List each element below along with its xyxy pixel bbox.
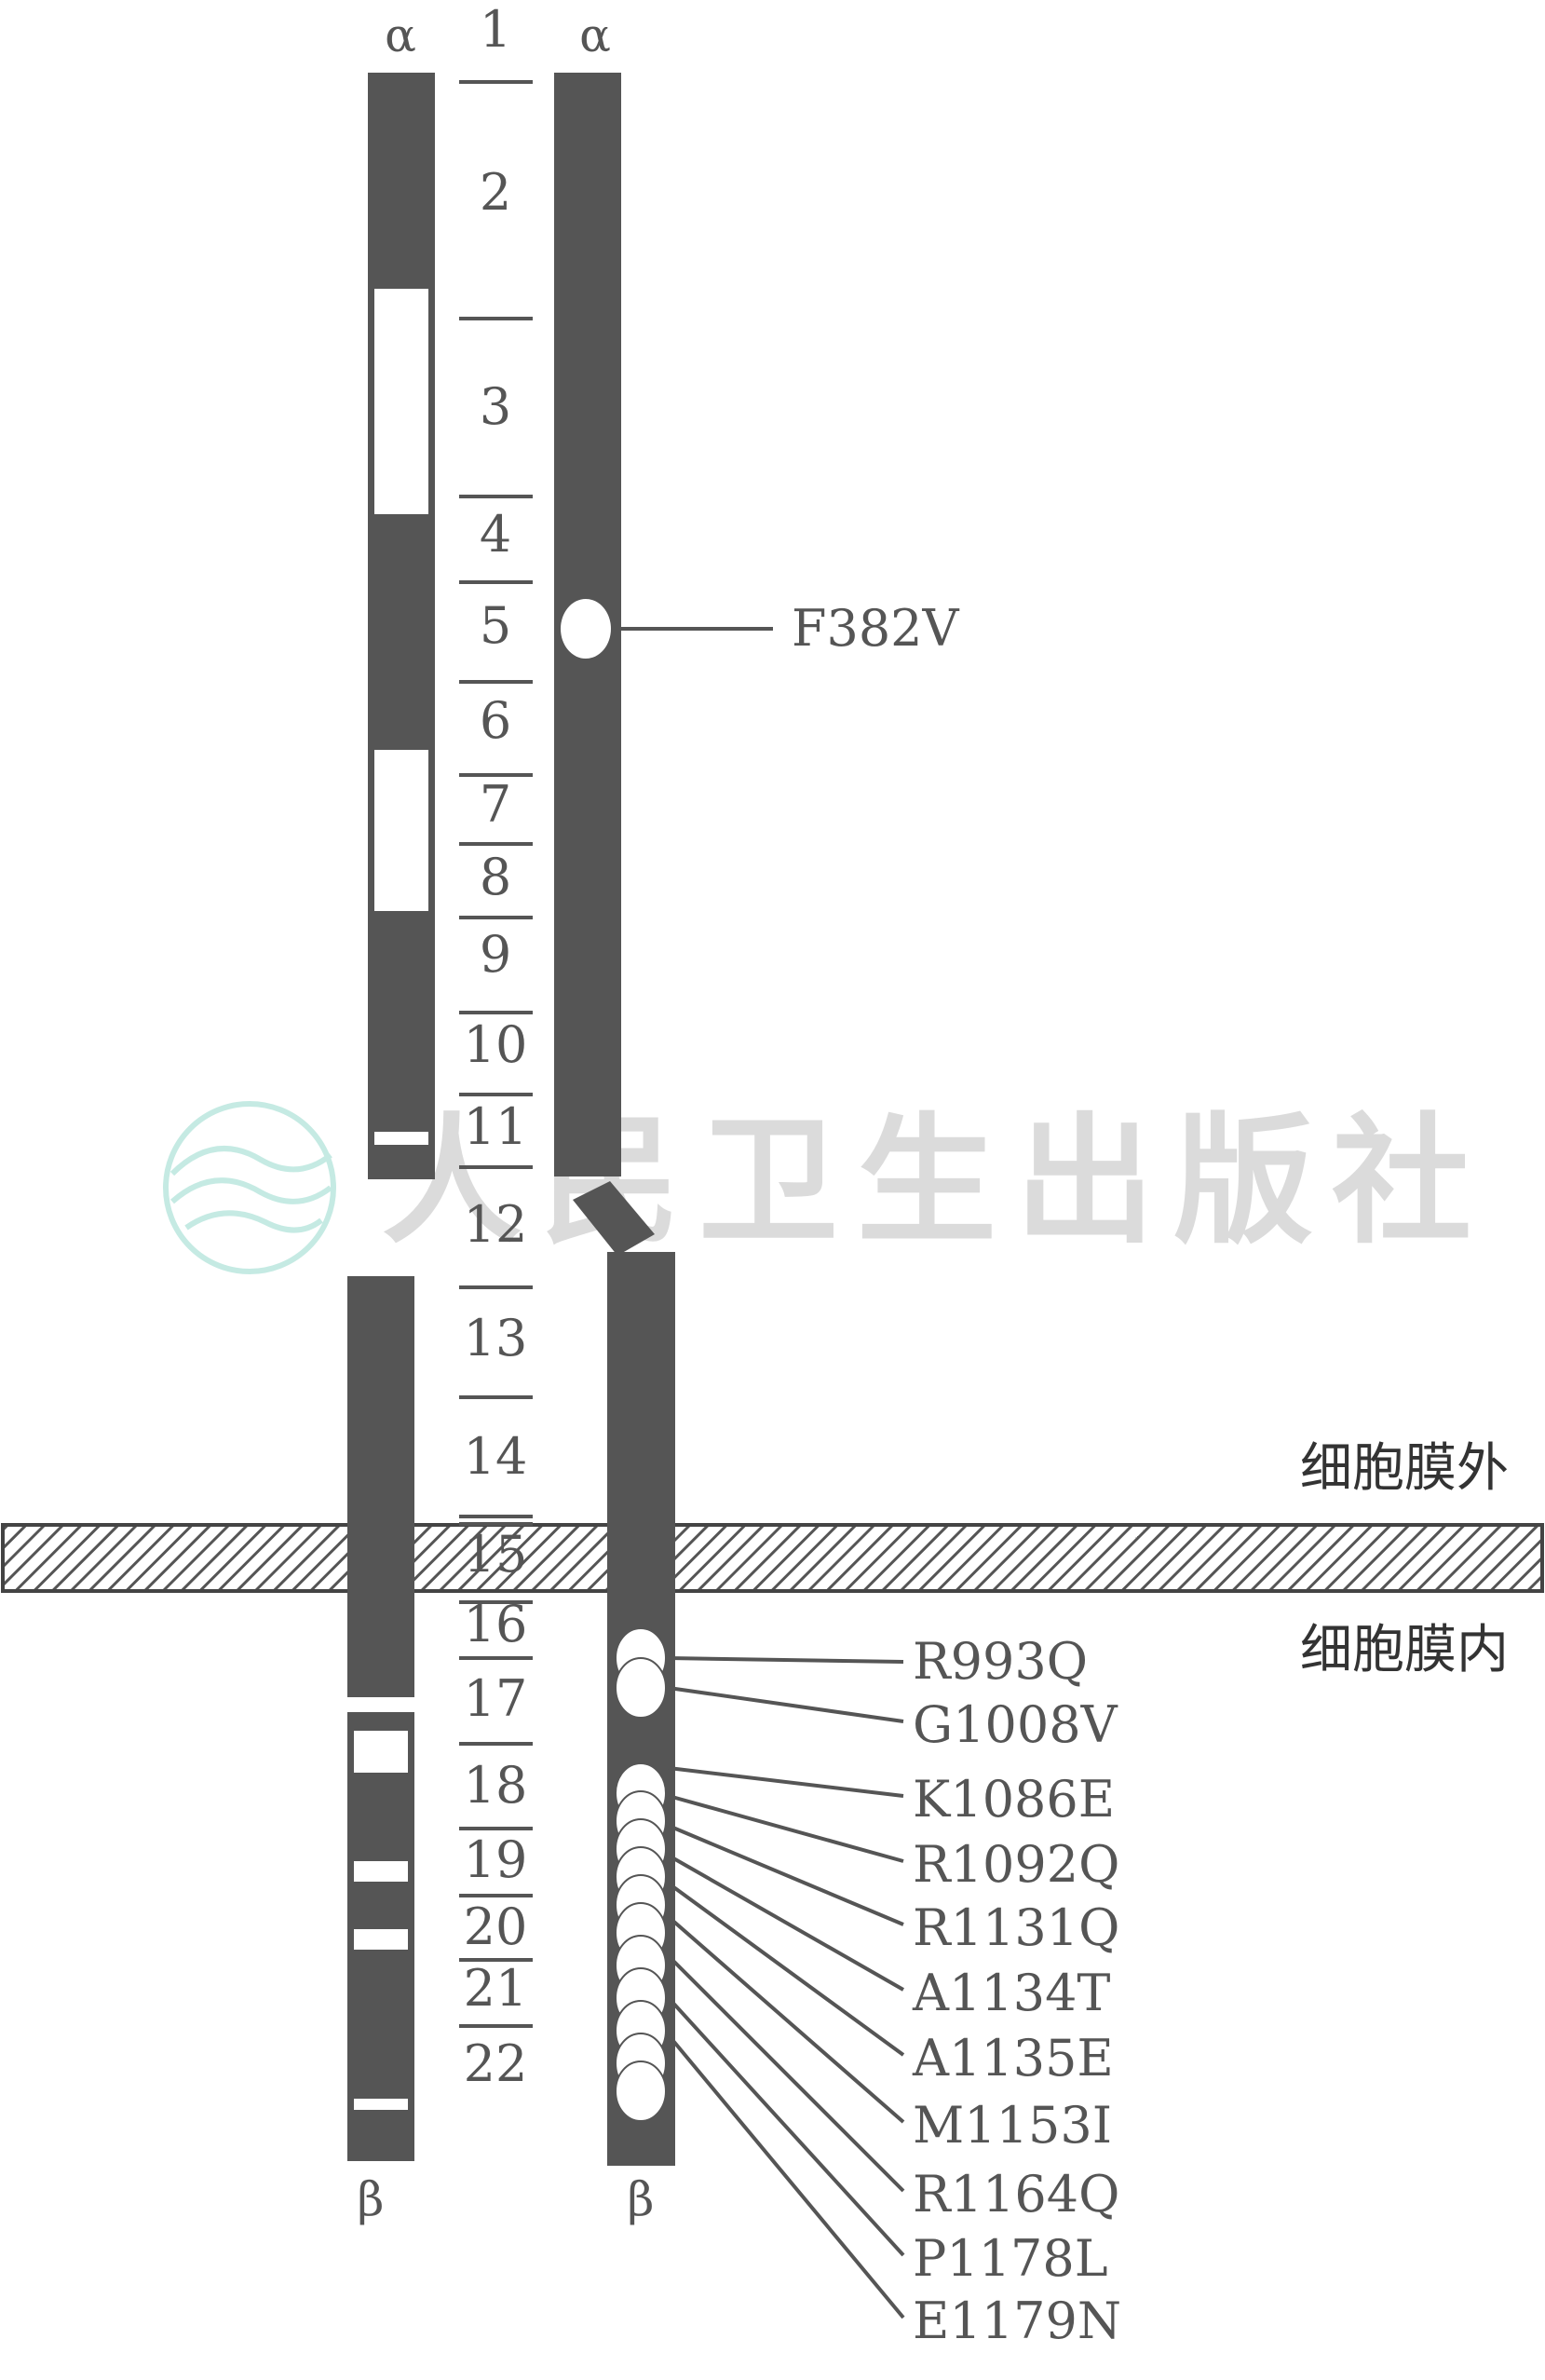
exon-label: 9	[480, 925, 511, 984]
mutation-label: M1153I	[913, 2096, 1112, 2155]
membrane-inside-label: 细胞膜内	[1300, 1620, 1509, 1680]
exon-label: 22	[464, 2034, 528, 2093]
exon-label: 15	[464, 1525, 528, 1584]
callout-line	[668, 1686, 904, 1723]
callout-line	[668, 1656, 904, 1664]
exon-label: 1	[480, 0, 511, 59]
exon-label: 7	[480, 775, 511, 834]
exon-label: 19	[464, 1830, 528, 1889]
callout-line	[667, 1954, 905, 2193]
alpha-chain-right	[554, 73, 621, 1176]
watermark: 人民卫生出版社	[163, 1101, 1490, 1274]
mutation-marker	[615, 2060, 667, 2122]
beta-chain-left	[347, 1276, 414, 2161]
exon-label: 3	[480, 377, 511, 436]
beta-label-left: β	[358, 2172, 385, 2226]
mutation-label-F382V: F382V	[792, 599, 960, 658]
exon-label: 11	[464, 1097, 528, 1156]
beta-mutation-markers	[615, 1627, 667, 2122]
alpha-label-right: α	[579, 8, 611, 62]
mutation-label: R993Q	[913, 1632, 1088, 1691]
mutation-label: A1135E	[912, 2029, 1114, 2088]
callout-line	[668, 1824, 904, 1926]
exon-label: 12	[464, 1195, 528, 1254]
mutation-marker	[615, 1657, 667, 1719]
exon-label: 14	[464, 1427, 528, 1486]
exon-label: 6	[480, 691, 511, 750]
mutation-label: R1131Q	[913, 1898, 1119, 1957]
watermark-text: 人民卫生出版社	[382, 1101, 1490, 1263]
exon-label: 4	[480, 505, 511, 564]
callout-line	[667, 1882, 905, 2057]
callout-line	[668, 1854, 904, 1992]
exon-label: 8	[480, 848, 511, 906]
exon-label: 2	[480, 163, 511, 222]
exon-label: 20	[464, 1897, 528, 1956]
exon-label: 16	[464, 1595, 528, 1653]
callout-line	[667, 2033, 905, 2319]
mutation-label: R1164Q	[913, 2165, 1119, 2224]
mutation-label: E1179N	[913, 2292, 1121, 2350]
alpha-label-left: α	[385, 8, 416, 62]
alpha-chain-left	[368, 73, 435, 1179]
mutation-label: K1086E	[913, 1770, 1115, 1829]
mutation-marker-F382V	[561, 599, 611, 659]
exon-label: 18	[464, 1756, 528, 1815]
beta-chain-right	[607, 1252, 675, 2166]
mutation-label: R1092Q	[913, 1835, 1119, 1894]
exon-label: 13	[464, 1309, 528, 1367]
exon-label: 5	[480, 596, 511, 655]
mutation-label: P1178L	[913, 2229, 1108, 2288]
mutation-label: A1134T	[912, 1964, 1110, 2022]
callout-line	[668, 1794, 904, 1863]
watermark-logo-icon	[163, 1101, 336, 1274]
callout-line	[668, 1766, 904, 1798]
beta-label-right: β	[628, 2172, 655, 2226]
exon-label: 21	[464, 1959, 528, 2018]
callout-line	[667, 1915, 905, 2124]
exon-label: 17	[464, 1669, 528, 1728]
membrane-outside-label: 细胞膜外	[1300, 1438, 1509, 1499]
mutation-label: G1008V	[913, 1695, 1118, 1754]
exon-label: 10	[464, 1015, 528, 1074]
hinge-segment	[573, 1181, 655, 1256]
cell-membrane	[1, 1523, 1544, 1593]
callout-line	[667, 1996, 905, 2257]
